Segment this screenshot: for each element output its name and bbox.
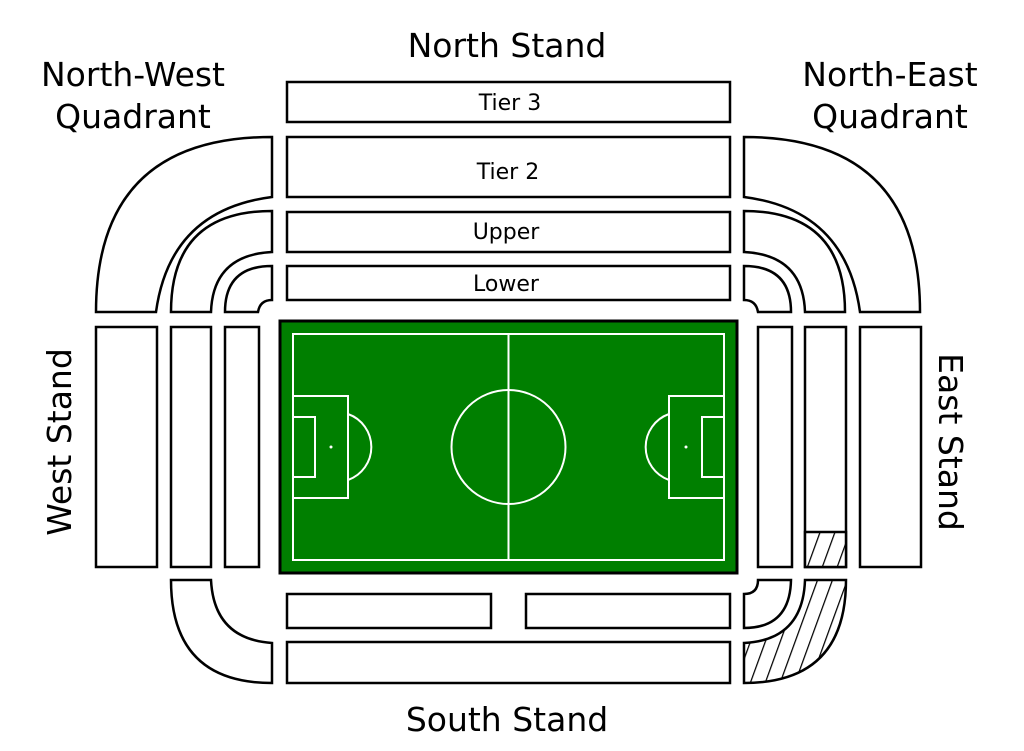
nw-middle-section[interactable] xyxy=(169,209,274,314)
ne-outer-section[interactable] xyxy=(742,135,922,314)
nw-inner-section[interactable] xyxy=(223,264,274,314)
north-west-quadrant xyxy=(94,135,274,314)
east-outer-section[interactable] xyxy=(858,325,923,569)
north-stand: Tier 3 Tier 2 Upper Lower xyxy=(285,80,732,302)
ne-inner-section[interactable] xyxy=(742,264,793,314)
south-inner-left-section[interactable] xyxy=(285,592,493,630)
right-penalty-arc xyxy=(644,413,670,481)
centre-circle xyxy=(450,389,567,505)
north-stand-label: North Stand xyxy=(408,26,607,65)
west-outer-section[interactable] xyxy=(94,325,159,569)
left-penalty-arc xyxy=(347,413,373,481)
east-middle-section[interactable] xyxy=(803,325,848,569)
nw-outer-section[interactable] xyxy=(94,135,274,314)
right-penalty-spot xyxy=(684,445,688,449)
north-lower-section[interactable] xyxy=(285,264,732,302)
south-stand-label: South Stand xyxy=(406,700,608,739)
south-east-quadrant xyxy=(742,578,848,685)
left-penalty-spot xyxy=(329,445,333,449)
se-outer-hatched-section[interactable] xyxy=(742,578,848,685)
west-stand xyxy=(94,325,261,569)
east-stand-label: East Stand xyxy=(931,353,970,531)
ne-quadrant-label-line2: Quadrant xyxy=(812,97,968,136)
north-tier3-section[interactable] xyxy=(285,80,732,124)
lower-label: Lower xyxy=(473,272,540,297)
right-goal-box xyxy=(701,416,725,478)
west-middle-section[interactable] xyxy=(169,325,213,569)
ne-quadrant-label-line1: North-East xyxy=(802,55,977,94)
tier2-label: Tier 2 xyxy=(476,160,539,185)
left-goal-box xyxy=(292,416,316,478)
upper-label: Upper xyxy=(473,220,541,245)
football-pitch xyxy=(278,319,739,575)
west-stand-label: West Stand xyxy=(40,348,79,536)
north-upper-section[interactable] xyxy=(285,210,732,254)
ne-middle-section[interactable] xyxy=(742,209,847,314)
tier3-label: Tier 3 xyxy=(478,91,541,116)
se-inner-section[interactable] xyxy=(742,578,793,630)
east-stand xyxy=(756,325,923,569)
north-east-quadrant xyxy=(742,135,922,314)
west-inner-section[interactable] xyxy=(223,325,261,569)
south-west-quadrant xyxy=(169,578,274,685)
north-tier2-section[interactable] xyxy=(285,135,732,199)
south-outer-section[interactable] xyxy=(285,640,732,685)
south-stand xyxy=(285,592,732,685)
nw-quadrant-label-line1: North-West xyxy=(41,55,225,94)
south-inner-right-section[interactable] xyxy=(524,592,732,630)
east-inner-section[interactable] xyxy=(756,325,794,569)
sw-section[interactable] xyxy=(169,578,274,685)
east-middle-hatched-area xyxy=(803,530,848,569)
nw-quadrant-label-line2: Quadrant xyxy=(55,97,211,136)
